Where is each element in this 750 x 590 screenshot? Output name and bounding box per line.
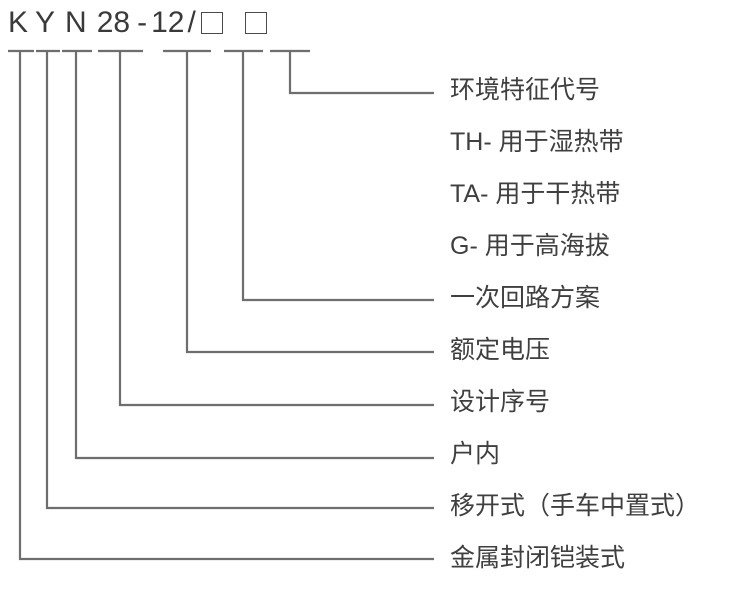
leader-line-2 [45,51,434,510]
label-g-high-altitude: G- 用于高海拔 [450,232,610,260]
leader-line-1 [18,51,434,561]
leader-line-6 [241,51,434,302]
leader-line-4 [118,51,434,407]
label-rated-voltage: 额定电压 [450,336,551,364]
leader-line-7 [288,51,434,95]
label-environment-code: 环境特征代号 [450,76,601,104]
code-segment-box-2 [244,12,267,34]
code-segment-n: N [65,6,87,39]
code-segment-k: K [8,6,29,39]
code-segment-slash: / [187,6,196,39]
label-indoor: 户内 [450,440,501,468]
leader-line-3 [74,51,434,460]
label-metal-enclosed-armored: 金属封闭铠装式 [450,544,626,572]
code-segment-12: 12 [151,6,185,39]
code-segment-28: 28 [96,6,131,39]
label-design-serial-number: 设计序号 [450,388,551,416]
label-primary-circuit-scheme: 一次回路方案 [450,284,601,312]
label-ta-dry-tropical: TA- 用于干热带 [450,180,621,208]
model-code-row: K Y N 28 - 12 / [0,0,420,46]
code-segment-dash: - [137,6,148,39]
leader-line-5 [185,51,434,354]
code-segment-box-1 [200,12,223,34]
label-th-humid-tropical: TH- 用于湿热带 [450,128,624,156]
code-segment-y: Y [35,6,56,39]
label-withdrawable-type: 移开式（手车中置式） [450,492,701,520]
